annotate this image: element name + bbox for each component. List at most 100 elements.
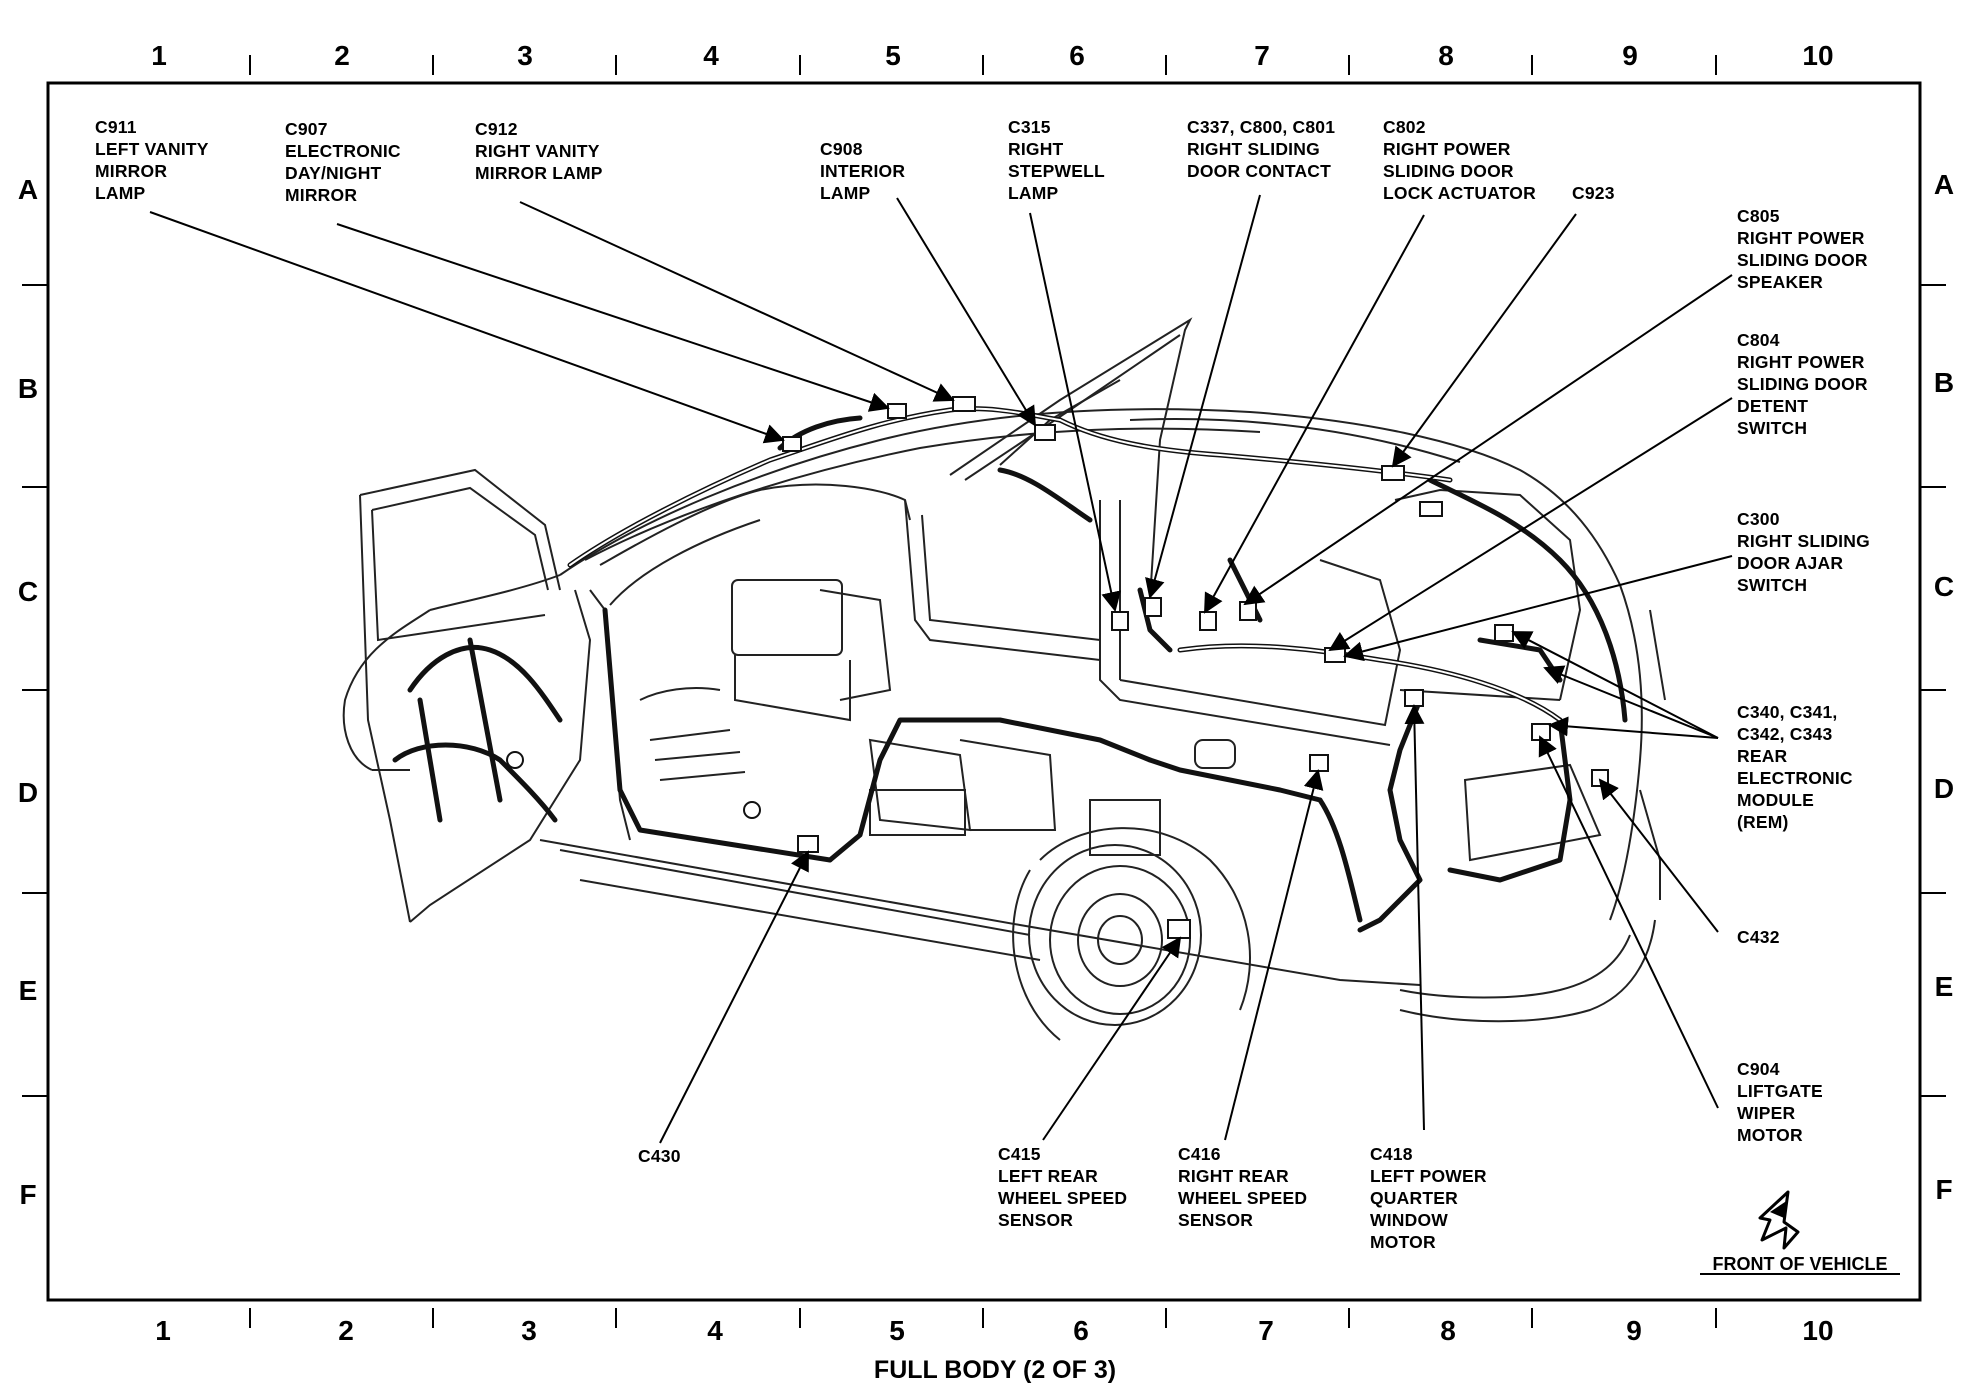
callout-c416-id: C416 [1178, 1144, 1221, 1164]
row-left-A: A [18, 174, 38, 205]
connector-door [506, 751, 524, 769]
front-arrow-icon [1758, 1190, 1800, 1250]
vehicle-illustration [342, 317, 1666, 1041]
callout-c340-line: MODULE [1737, 790, 1814, 810]
connector-c337 [1144, 597, 1162, 617]
leader-c340a [1511, 631, 1719, 739]
callout-c340-line: REAR [1737, 746, 1788, 766]
leader-c805 [1243, 274, 1733, 606]
callout-c340: C340, C341, C342, C343 REAR ELECTRONIC M… [1737, 702, 1853, 832]
callout-c904-line: MOTOR [1737, 1125, 1803, 1145]
leader-c340c [1548, 716, 1719, 739]
callout-c802-line: RIGHT POWER [1383, 139, 1511, 159]
col-top-10: 10 [1802, 40, 1833, 71]
leader-c432 [1598, 778, 1719, 933]
leader-c911 [149, 211, 785, 444]
callout-c430-id: C430 [638, 1146, 681, 1166]
connector-c805 [1419, 501, 1443, 517]
diagram-caption: FULL BODY (2 OF 3) [874, 1356, 1116, 1384]
connector-c300 [1324, 647, 1346, 663]
leader-c418 [1404, 704, 1425, 1131]
callout-c804-id: C804 [1737, 330, 1780, 350]
leader-c802 [1204, 214, 1425, 614]
col-top-6: 6 [1069, 40, 1085, 71]
front-of-vehicle-label: FRONT OF VEHICLE [1713, 1254, 1888, 1274]
callout-c805-line: RIGHT POWER [1737, 228, 1865, 248]
callout-c300-id: C300 [1737, 509, 1780, 529]
col-top-5: 5 [885, 40, 901, 71]
row-left-D: D [18, 777, 38, 808]
bottom-column-labels: 1 2 3 4 5 6 7 8 9 10 [155, 1315, 1833, 1346]
callout-c805-line: SLIDING DOOR [1737, 250, 1868, 270]
leader-c340b [1543, 665, 1719, 739]
callout-c907-line: MIRROR [285, 185, 357, 205]
callout-c907: C907 ELECTRONIC DAY/NIGHT MIRROR [285, 119, 401, 205]
connector-c315 [1111, 611, 1129, 631]
connector-c907 [887, 403, 907, 419]
leader-c908 [896, 197, 1037, 427]
col-top-8: 8 [1438, 40, 1454, 71]
row-right-E: E [1935, 971, 1954, 1002]
diagram-frame [46, 81, 1922, 1302]
callout-c416-line: RIGHT REAR [1178, 1166, 1289, 1186]
callout-c415-line: LEFT REAR [998, 1166, 1098, 1186]
callout-c804-line: DETENT [1737, 396, 1808, 416]
callout-c804-line: SWITCH [1737, 418, 1807, 438]
top-column-labels: 1 2 3 4 5 6 7 8 9 10 [151, 40, 1833, 71]
callout-c912-line: MIRROR LAMP [475, 163, 603, 183]
connector-c804 [1239, 601, 1257, 621]
callout-c802-line: LOCK ACTUATOR [1383, 183, 1536, 203]
callout-c804-line: RIGHT POWER [1737, 352, 1865, 372]
connector-c430 [797, 835, 819, 853]
callout-c911-line: MIRROR [95, 161, 167, 181]
col-bottom-5: 5 [889, 1315, 905, 1346]
callout-c911-id: C911 [95, 117, 137, 137]
connector-c911 [782, 436, 802, 452]
callout-c416-line: SENSOR [1178, 1210, 1253, 1230]
callout-c907-line: ELECTRONIC [285, 141, 401, 161]
callout-c337-id: C337, C800, C801 [1187, 117, 1335, 137]
callout-c418-line: LEFT POWER [1370, 1166, 1487, 1186]
row-labels: A B C D E F A B C D E F [18, 169, 1954, 1210]
leader-c315 [1029, 212, 1122, 612]
col-top-9: 9 [1622, 40, 1638, 71]
callout-c416-line: WHEEL SPEED [1178, 1188, 1307, 1208]
callout-c908-line: INTERIOR [820, 161, 905, 181]
connector-c912 [952, 396, 976, 412]
callout-c415: C415 LEFT REAR WHEEL SPEED SENSOR [998, 1144, 1127, 1230]
col-bottom-8: 8 [1440, 1315, 1456, 1346]
col-top-3: 3 [517, 40, 533, 71]
leader-c416 [1224, 769, 1324, 1141]
callout-c802: C802 RIGHT POWER SLIDING DOOR LOCK ACTUA… [1383, 117, 1536, 203]
col-bottom-4: 4 [707, 1315, 723, 1346]
callout-c804-line: SLIDING DOOR [1737, 374, 1868, 394]
callout-c923-id: C923 [1572, 183, 1615, 203]
col-bottom-2: 2 [338, 1315, 354, 1346]
leader-c804 [1328, 397, 1733, 652]
callout-c430: C430 [638, 1146, 681, 1166]
connector-c340 [1494, 624, 1514, 642]
connector-floor [743, 801, 761, 819]
row-left-F: F [19, 1179, 36, 1210]
leader-c430 [659, 850, 809, 1144]
callout-c416: C416 RIGHT REAR WHEEL SPEED SENSOR [1178, 1144, 1307, 1230]
callout-c805-id: C805 [1737, 206, 1780, 226]
col-bottom-3: 3 [521, 1315, 537, 1346]
row-right-C: C [1934, 571, 1954, 602]
callout-c908: C908 INTERIOR LAMP [820, 139, 905, 203]
leader-lines [149, 194, 1733, 1144]
callout-c912: C912 RIGHT VANITY MIRROR LAMP [475, 119, 603, 183]
callout-c300-line: RIGHT SLIDING [1737, 531, 1870, 551]
callout-c340-line: ELECTRONIC [1737, 768, 1853, 788]
connector-c415 [1167, 919, 1191, 939]
connector-c908 [1034, 424, 1056, 441]
connector-c802 [1199, 611, 1217, 631]
callout-c418-line: MOTOR [1370, 1232, 1436, 1252]
callout-c300-line: DOOR AJAR [1737, 553, 1843, 573]
callout-c337: C337, C800, C801 RIGHT SLIDING DOOR CONT… [1187, 117, 1335, 181]
col-bottom-9: 9 [1626, 1315, 1642, 1346]
grid-ticks [22, 55, 1946, 1328]
callout-c908-line: LAMP [820, 183, 871, 203]
leader-c300 [1343, 555, 1733, 662]
